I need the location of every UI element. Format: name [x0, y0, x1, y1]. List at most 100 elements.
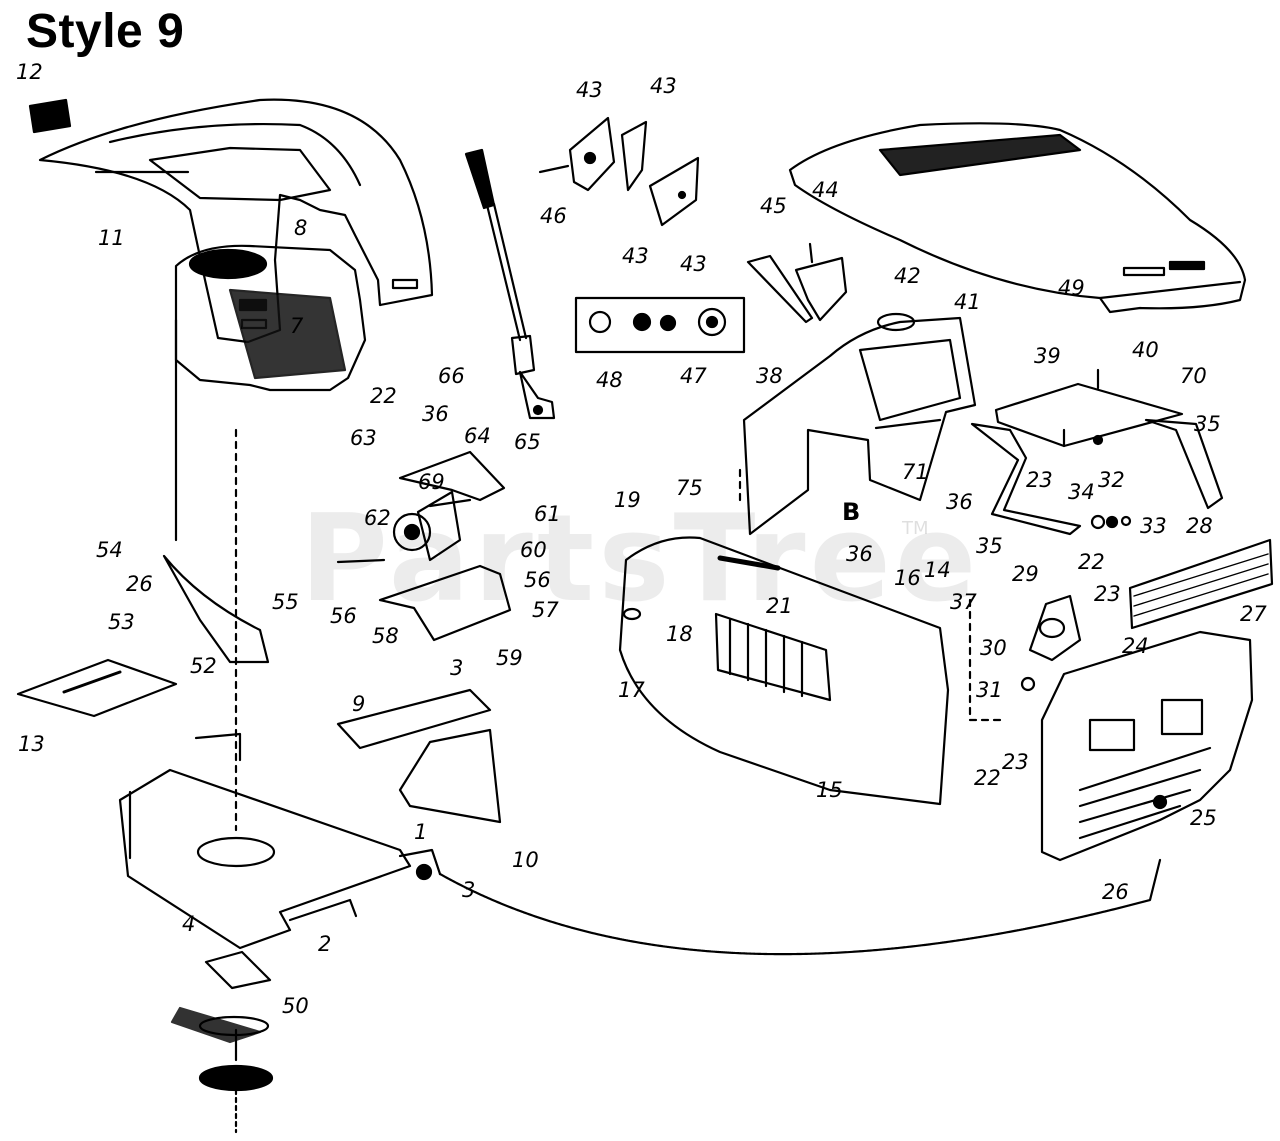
callout-label: 23	[1002, 750, 1029, 774]
callout-label: 47	[680, 364, 707, 388]
detail-label: B	[842, 498, 861, 526]
callout-label: 61	[534, 502, 561, 526]
callout-label: 43	[622, 244, 649, 268]
callout-label: 56	[330, 604, 357, 628]
callout-label: 62	[364, 506, 391, 530]
part-44-45-linkage	[746, 242, 848, 324]
part-9-10-brackets	[336, 688, 502, 824]
callout-label: 32	[1098, 468, 1125, 492]
callout-label: 52	[190, 654, 217, 678]
callout-label: 14	[924, 558, 951, 582]
watermark-trademark: TM	[902, 518, 929, 539]
callout-label: 8	[294, 216, 308, 240]
part-39-70-bracket	[970, 368, 1224, 536]
callout-label: 2	[318, 932, 332, 956]
callout-label: 36	[846, 542, 873, 566]
callout-label: 66	[438, 364, 465, 388]
callout-label: 63	[350, 426, 377, 450]
callout-label: 25	[1190, 806, 1217, 830]
callout-label: 50	[282, 994, 309, 1018]
callout-label: 28	[1186, 514, 1213, 538]
callout-label: 4	[182, 912, 196, 936]
callout-label: 39	[1034, 344, 1061, 368]
callout-label: 59	[496, 646, 523, 670]
callout-label: 41	[954, 290, 981, 314]
callout-label: 22	[974, 766, 1001, 790]
callout-label: 54	[96, 538, 123, 562]
callout-label: 75	[676, 476, 703, 500]
callout-label: 3	[450, 656, 464, 680]
callout-label: 16	[894, 566, 921, 590]
callout-label: 3	[462, 878, 476, 902]
callout-label: 1	[414, 820, 428, 844]
part-50-fan-pulley	[170, 950, 274, 1134]
callout-label: 69	[418, 470, 445, 494]
callout-label: 15	[816, 778, 843, 802]
callout-label: 55	[272, 590, 299, 614]
part-57-shield	[336, 558, 512, 642]
callout-label: 35	[976, 534, 1003, 558]
callout-label: 10	[512, 848, 539, 872]
callout-label: 22	[370, 384, 397, 408]
part-12-emblem	[28, 98, 72, 134]
callout-label: 44	[812, 178, 839, 202]
callout-label: 21	[766, 594, 793, 618]
callout-label: 71	[902, 460, 929, 484]
callout-label: 9	[352, 692, 366, 716]
callout-label: 35	[1194, 412, 1221, 436]
callout-label: 23	[1026, 468, 1053, 492]
part-41-dash-tower	[742, 316, 977, 536]
part-14-front-panel	[618, 536, 950, 806]
callout-label: 38	[756, 364, 783, 388]
callout-label: 26	[126, 572, 153, 596]
callout-label: 56	[524, 568, 551, 592]
callout-label: 37	[950, 590, 977, 614]
callout-label: 53	[108, 610, 135, 634]
callout-label: 23	[1094, 582, 1121, 606]
diagram-title: Style 9	[26, 5, 185, 58]
callout-label: 29	[1012, 562, 1039, 586]
part-28-grille	[1128, 538, 1274, 630]
part-66-steering-shaft	[464, 148, 556, 420]
callout-label: 49	[1058, 276, 1085, 300]
frame	[118, 732, 442, 950]
part-29-headlight	[1020, 594, 1082, 692]
callout-label: 33	[1140, 514, 1167, 538]
callout-label: 13	[18, 732, 45, 756]
callout-label: 40	[1132, 338, 1159, 362]
callout-label: 48	[596, 368, 623, 392]
callout-label: 26	[1102, 880, 1129, 904]
callout-label: 46	[540, 204, 567, 228]
callout-label: 19	[614, 488, 641, 512]
guide-line-dashed	[738, 468, 1002, 722]
part-13-deck-plate	[16, 658, 178, 718]
callout-label: 36	[946, 490, 973, 514]
callout-label: 24	[1122, 634, 1149, 658]
callout-label: 57	[532, 598, 559, 622]
part-63-69-pulley	[392, 450, 506, 562]
callout-label: 30	[980, 636, 1007, 660]
callout-label: 64	[464, 424, 491, 448]
callout-label: 43	[680, 252, 707, 276]
callout-label: 60	[520, 538, 547, 562]
callout-label: 42	[894, 264, 921, 288]
callout-label: 45	[760, 194, 787, 218]
callout-label: 7	[290, 314, 304, 338]
callout-label: 31	[976, 678, 1003, 702]
callout-label: 36	[422, 402, 449, 426]
guide-line	[438, 858, 1162, 956]
engine	[162, 244, 367, 832]
part-43-brackets	[538, 116, 700, 227]
callout-label: 70	[1180, 364, 1207, 388]
callout-label: 22	[1078, 550, 1105, 574]
callout-label: 27	[1240, 602, 1267, 626]
callout-label: 65	[514, 430, 541, 454]
callout-label: 18	[666, 622, 693, 646]
watermark: PartsTree	[300, 490, 981, 629]
callout-label: 43	[650, 74, 677, 98]
callout-label: 17	[618, 678, 645, 702]
part-47-48-detail-box	[574, 296, 746, 354]
callout-label: 12	[16, 60, 43, 84]
